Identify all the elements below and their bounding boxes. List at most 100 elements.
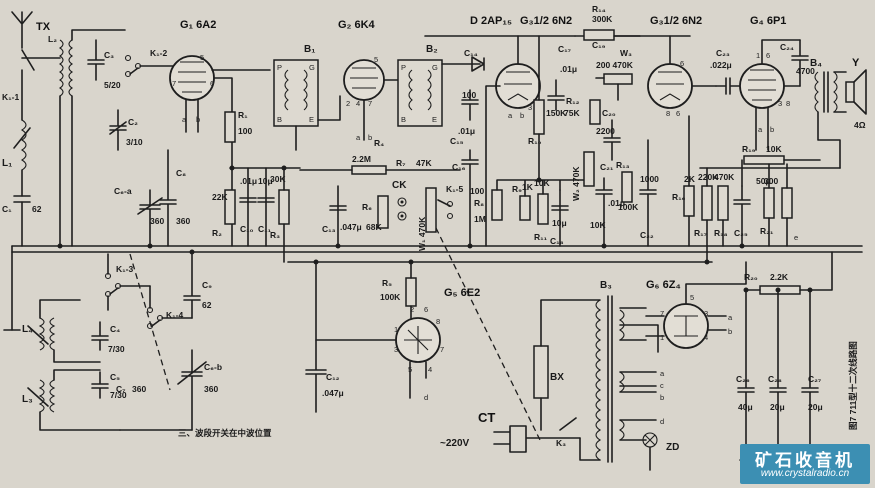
c23-label: C₂₃	[716, 48, 730, 58]
r20-value: 2.2K	[770, 272, 789, 282]
c25-value: 50μ	[756, 176, 771, 186]
svg-text:P: P	[277, 63, 282, 72]
r17-resistor	[701, 185, 713, 221]
svg-text:8: 8	[666, 109, 670, 118]
c25-label: C₂₅	[734, 228, 748, 238]
r18-label: R₁₈	[714, 228, 728, 238]
zd-label: ZD	[666, 442, 679, 453]
c20-value: 2200	[596, 126, 615, 136]
r13-value: 100K	[618, 202, 639, 212]
c22-value: 1000	[640, 174, 659, 184]
svg-text:3: 3	[704, 309, 708, 318]
g3a-network: R₈ 1M R₉ 1K R₁₀ 150K 10K R₁₁ 10μ C₁₈	[474, 35, 591, 247]
r6-resistor	[377, 195, 389, 229]
output-network: C₂₄ 4700 R₁₉ 10K 50μ C₂₅ 300 R₂₁ e	[733, 39, 821, 247]
c10-value: .01μ	[240, 176, 257, 186]
b3-label: B₃	[600, 280, 612, 291]
k1-3-label: K₁-3	[116, 264, 133, 274]
svg-text:b: b	[520, 111, 524, 120]
power-section: BX CT ~220V K₃ B₃ a c b d ZD	[440, 280, 679, 471]
c17-value: .01μ	[560, 64, 577, 74]
gang-link-1	[129, 253, 171, 391]
r19-value: 10K	[766, 144, 782, 154]
gang-link-2	[435, 227, 541, 441]
tap-b-label: b	[660, 393, 664, 402]
r12-value: 75K	[564, 108, 580, 118]
k3-label: K₃	[556, 438, 566, 448]
r14-resistor	[583, 29, 615, 41]
svg-text:B: B	[277, 115, 282, 124]
tube-g6: G₆ 6Z₄ 71 34 5 a b	[645, 261, 747, 349]
svg-text:a: a	[508, 111, 513, 120]
g6-b-label: b	[728, 327, 732, 336]
svg-text:3: 3	[528, 103, 532, 112]
r13-label: R₁₃	[616, 160, 630, 170]
c2-value: 3/10	[126, 137, 143, 147]
c18-label: C₁₈	[550, 236, 564, 246]
g4-label: G₄ 6P1	[750, 15, 786, 27]
r14-label: R₁₄	[592, 4, 606, 14]
svg-text:6: 6	[680, 59, 684, 68]
svg-text:1: 1	[394, 325, 398, 334]
c9-value: 62	[202, 300, 212, 310]
svg-text:5: 5	[690, 293, 694, 302]
c14-value: 100	[462, 90, 476, 100]
w2-pot	[583, 151, 595, 187]
r21-resistor	[781, 187, 793, 219]
w3-label: W₃	[620, 48, 632, 58]
ct-label: CT	[478, 410, 495, 425]
w1-pot	[425, 187, 437, 233]
c22-label: C₂₂	[640, 230, 654, 240]
svg-text:3: 3	[778, 99, 782, 108]
svg-text:7: 7	[368, 99, 372, 108]
svg-text:2: 2	[346, 99, 350, 108]
g6-a-label: a	[728, 313, 733, 322]
r11-resistor	[537, 193, 549, 225]
r19-label: R₁₉	[742, 144, 756, 154]
c18-value: 10μ	[552, 218, 567, 228]
r17-value: 220K	[698, 172, 719, 182]
junction-dots	[57, 165, 813, 293]
switch-note: 三、波段开关在中波位置	[178, 428, 272, 438]
r4-value: 2.2M	[352, 154, 371, 164]
c16-value: 100	[470, 186, 484, 196]
r10-label: R₁₀	[528, 136, 542, 146]
c12-value: .047μ	[322, 388, 344, 398]
r8-label: R₈	[474, 198, 484, 208]
r20-label: R₂₀	[744, 272, 758, 282]
g1-bias-network: R₁ 100 22K R₂ .01μ C₁₀ 10μ C₁₁ 30K R₃	[212, 110, 301, 263]
r5-resistor	[405, 277, 417, 307]
c24-value: 4700	[796, 66, 815, 76]
l2-label: L₂	[48, 34, 57, 44]
svg-text:b: b	[196, 115, 200, 124]
r4-resistor	[351, 165, 387, 175]
ck-label: CK	[392, 180, 407, 191]
c14-label: C₁₄	[464, 48, 478, 58]
r17-label: R₁₇	[694, 228, 708, 238]
c28-value: 20μ	[770, 402, 785, 412]
svg-text:7: 7	[440, 345, 444, 354]
svg-text:b: b	[368, 133, 372, 142]
r18-resistor	[717, 185, 729, 221]
c20-label: C₂₀	[602, 108, 616, 118]
filter-section: R₂₀ 2.2K C₂₆ 40μ C₂₈ 20μ C₂₇ 20μ	[736, 251, 833, 461]
c11-value: 10μ	[258, 176, 273, 186]
c5-label: C₅	[110, 372, 120, 382]
c8-value: 360	[176, 216, 190, 226]
c1-value: 62	[32, 204, 42, 214]
r9-value: 1K	[522, 182, 534, 192]
r1-label: R₁	[238, 110, 248, 120]
svg-text:4: 4	[428, 365, 432, 374]
r9-resistor	[519, 195, 531, 221]
r10-resistor	[533, 99, 545, 135]
svg-text:E: E	[309, 115, 314, 124]
r2-resistor	[224, 189, 236, 225]
b1-label: B₁	[304, 44, 315, 55]
speaker-body	[845, 81, 855, 103]
svg-text:6: 6	[766, 51, 770, 60]
c19-label: C₁₉	[592, 40, 606, 50]
